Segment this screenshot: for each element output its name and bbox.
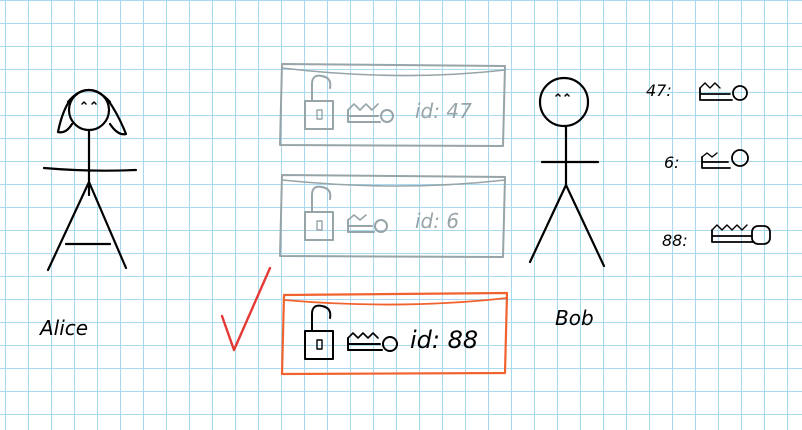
box-id-label: id: 47 [415,99,472,123]
alice-dress [46,180,128,272]
bob-figure [528,76,606,268]
envelope-box-6: id: 6 [279,174,506,258]
bob-key-list: 47: 6: 88: [646,81,771,250]
open-padlock-icon [304,304,334,360]
open-padlock-icon [304,74,334,130]
checkmark-icon [220,266,272,352]
key-icon [711,224,771,245]
bob-key-label: 47: [646,81,672,100]
alice-arms [42,166,138,172]
bob-eye-right [564,93,570,97]
alice-label: Alice [38,316,88,340]
key-icon [347,103,394,123]
key-icon [699,82,748,101]
box-id-label: id: 6 [415,209,459,233]
key-icon [347,332,398,352]
alice-eye-right [91,101,97,105]
box-id-label: id: 88 [410,326,478,354]
envelope-box-88: id: 88 [280,291,509,376]
bob-label: Bob [555,306,594,330]
envelope-box-47: id: 47 [279,63,506,147]
bob-key-6: 6: [664,149,749,172]
alice-head [67,88,111,132]
key-icon [347,214,388,233]
bob-eye-left [555,93,561,97]
bob-key-label: 6: [664,153,680,172]
bob-key-47: 47: [646,81,748,101]
bob-key-88: 88: [662,224,771,250]
alice-figure [42,88,138,272]
bob-head [538,76,590,128]
key-icon [701,149,749,169]
bob-key-label: 88: [662,231,688,250]
bob-legs [528,183,606,268]
alice-eye-left [81,101,87,105]
open-padlock-icon [304,185,334,241]
